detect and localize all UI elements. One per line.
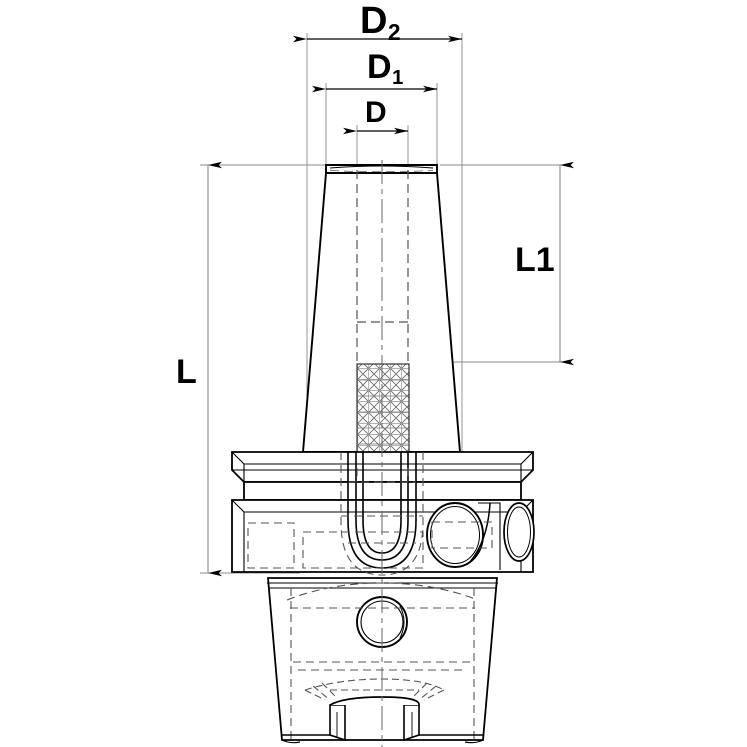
dimension-label-d2-main: D: [360, 0, 388, 42]
coolant-hole-front: [426, 502, 484, 568]
taper-cone: [301, 164, 462, 453]
dimension-label-d: D: [365, 98, 387, 128]
v-flange: [231, 451, 535, 576]
threaded-bore: [356, 363, 410, 469]
dimension-label-l-main: L: [176, 353, 197, 391]
dimension-label-d1-sub: 1: [391, 67, 404, 90]
dimension-label-d1-main: D: [367, 48, 392, 86]
coolant-hole-rear: [503, 502, 535, 562]
dimension-label-l1-main: L1: [515, 241, 555, 279]
dimension-label-l: L: [176, 355, 197, 389]
tool-holder-geometry: [231, 160, 535, 747]
dimension-label-d1: D1: [367, 48, 403, 88]
internal-bore-hidden-lines: [356, 170, 409, 364]
dimension-label-d2-sub: 2: [387, 18, 401, 45]
dimension-label-d-main: D: [365, 96, 387, 129]
dimension-label-l1: L1: [515, 243, 555, 277]
dimension-label-d2: D2: [360, 0, 401, 43]
